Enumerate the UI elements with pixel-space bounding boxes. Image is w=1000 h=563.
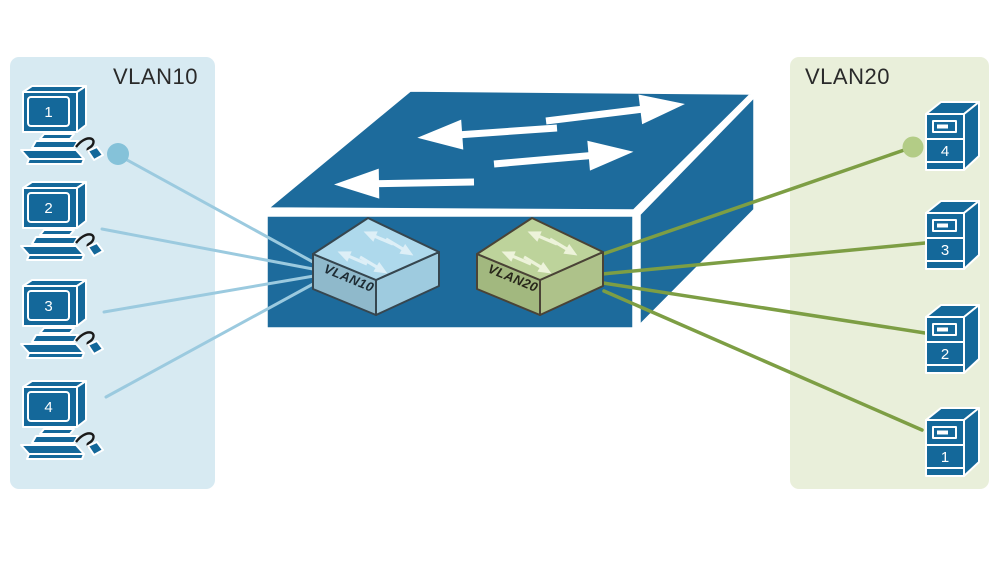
vlan10-endpoint-dot (107, 143, 129, 165)
server-label: 4 (941, 143, 949, 160)
vlan20-link-srv3 (600, 241, 927, 276)
server-icon-4: 4 (925, 101, 980, 171)
vlan20-module-icon: VLAN20 (477, 218, 603, 315)
server-icon-1: 1 (925, 407, 980, 477)
computer-icon-1: 1 (19, 84, 105, 166)
vlan20-links (598, 145, 927, 432)
vlan10-link-pc2 (100, 227, 315, 271)
computer-label: 1 (44, 104, 52, 121)
computer-body (19, 84, 105, 166)
server-body (925, 407, 980, 477)
vlan10-module-icon: VLAN10 (313, 218, 439, 315)
vlan10-link-pc4 (104, 281, 317, 399)
computer-icon-2: 2 (19, 180, 105, 262)
computer-label: 2 (44, 200, 52, 217)
server-icon-2: 2 (925, 304, 980, 374)
computer-body (19, 180, 105, 262)
computer-label: 3 (44, 298, 52, 315)
server-body (925, 101, 980, 171)
computer-icon-3: 3 (19, 278, 105, 360)
server-icon-3: 3 (925, 200, 980, 270)
vlan10-panel-title: VLAN10 (113, 64, 198, 89)
computer-icon-4: 4 (19, 379, 105, 461)
server-label: 3 (941, 242, 949, 259)
computer-label: 4 (44, 399, 52, 416)
vlan20-endpoint-dot (902, 136, 924, 158)
vlan20-panel-title: VLAN20 (805, 64, 890, 89)
server-body (925, 304, 980, 374)
computer-body (19, 278, 105, 360)
server-label: 2 (941, 346, 949, 363)
vlan20-link-srv2 (601, 281, 927, 335)
server-label: 1 (941, 449, 949, 466)
vlan20-link-srv4 (598, 145, 915, 257)
vlan10-link-pc1 (116, 153, 315, 264)
server-body (925, 200, 980, 270)
vlan10-link-pc3 (102, 274, 316, 314)
vlan20-link-srv1 (602, 289, 924, 432)
computer-body (19, 379, 105, 461)
vlan10-links (100, 153, 317, 399)
